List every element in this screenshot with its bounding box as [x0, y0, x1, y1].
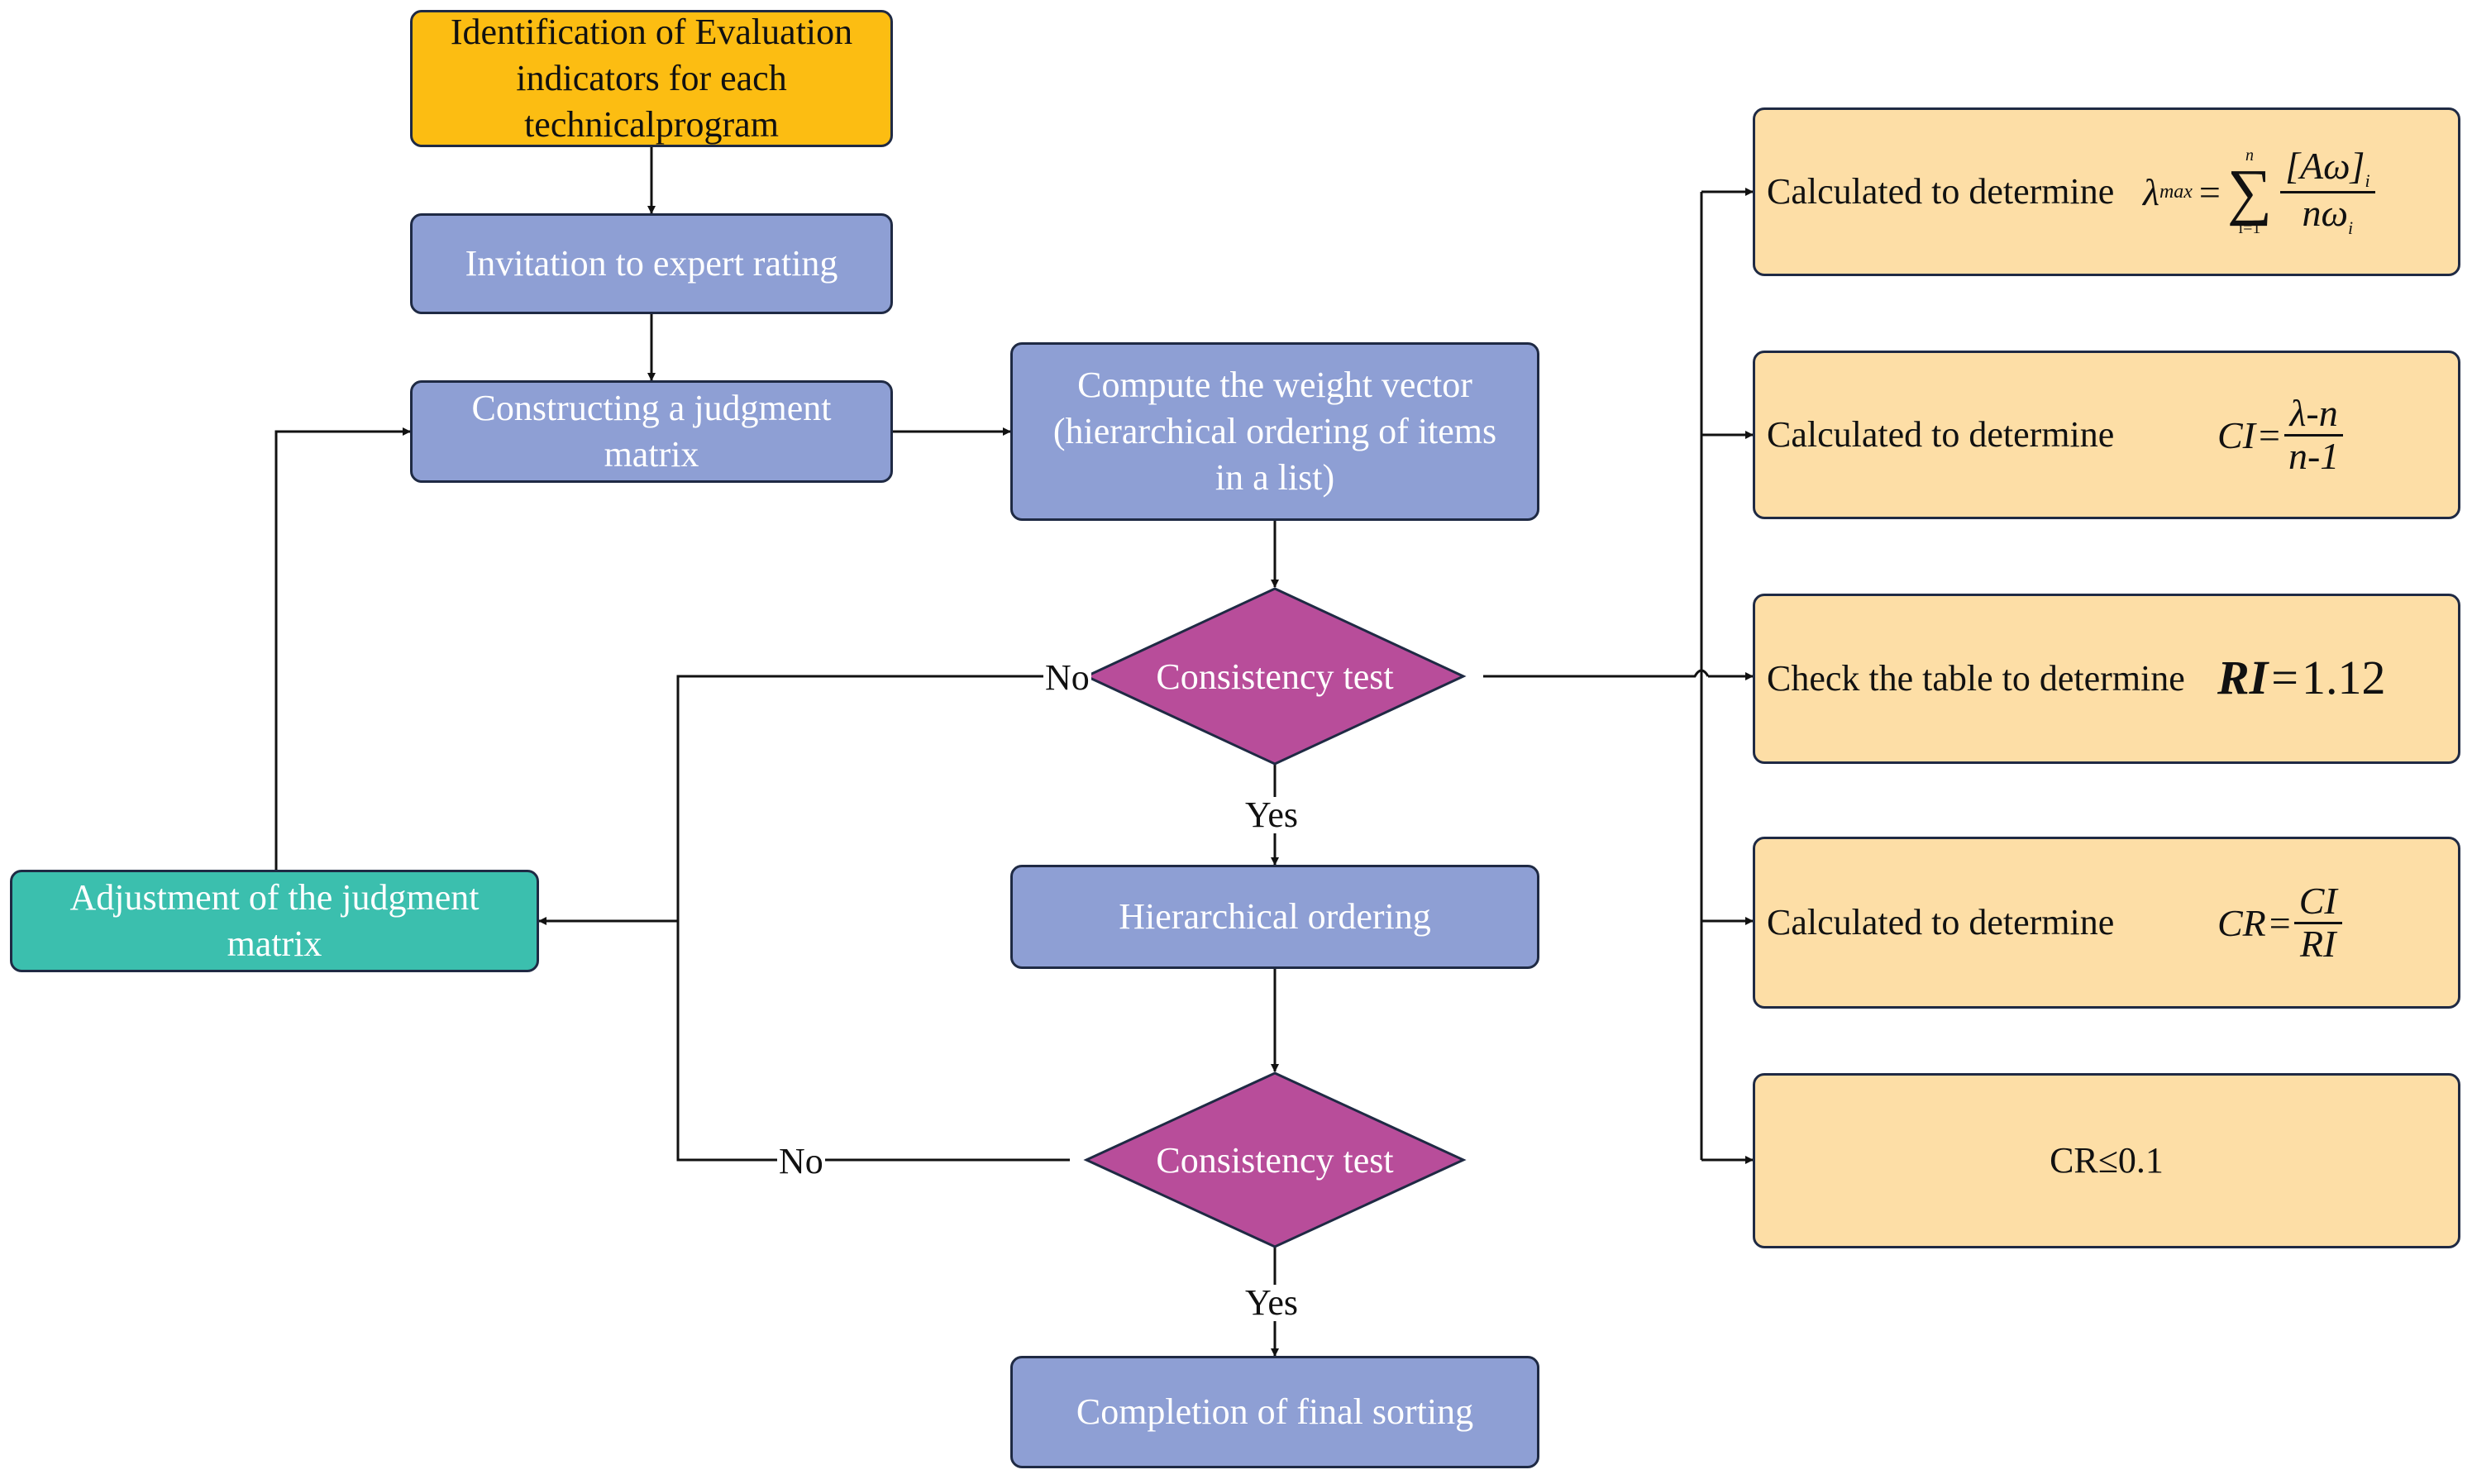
- formula-cr: CR = CI RI: [2217, 870, 2342, 976]
- node-constructing-label: Constructing a judgment matrix: [471, 388, 832, 475]
- formula-cr-denominator: RI: [2300, 922, 2336, 965]
- box-cr-condition: CR≤0.1: [1753, 1073, 2460, 1248]
- formula-cr-eq: =: [2269, 901, 2291, 944]
- formula-lambda-den-sub: i: [2348, 217, 2354, 238]
- edge-label-yes-2: Yes: [1243, 1282, 1300, 1323]
- box-cr-label: Calculated to determine: [1767, 902, 2115, 943]
- node-adjustment-label: Adjustment of the judgment matrix: [69, 877, 480, 964]
- node-hierarchical: Hierarchical ordering: [1010, 865, 1539, 969]
- box-lambda-max-label: Calculated to determine: [1767, 171, 2115, 212]
- formula-ci-denominator: n-1: [2288, 434, 2340, 477]
- line-test1-no: [676, 675, 1091, 921]
- formula-ci-lhs: CI: [2217, 413, 2255, 456]
- formula-lambda-num-sub: i: [2365, 170, 2370, 192]
- node-invitation: Invitation to expert rating: [410, 213, 893, 314]
- node-hierarchical-label: Hierarchical ordering: [1119, 896, 1431, 938]
- node-compute-label: Compute the weight vector (hierarchical …: [1052, 365, 1497, 498]
- formula-lambda-denominator: nω: [2302, 191, 2348, 234]
- formula-sum-symbol: ∑: [2226, 156, 2273, 227]
- box-cr-condition-label: CR≤0.1: [2050, 1140, 2164, 1181]
- edge-label-yes-1: Yes: [1243, 794, 1300, 835]
- decision-consistency-test-2: Consistency test: [1083, 1071, 1467, 1248]
- box-ri: Check the table to determine: [1753, 594, 2460, 764]
- formula-sum-bottom: i=1: [2238, 219, 2261, 238]
- formula-ci-eq: =: [2259, 413, 2280, 456]
- box-ci-label: Calculated to determine: [1767, 414, 2115, 456]
- node-completion-label: Completion of final sorting: [1076, 1391, 1474, 1433]
- node-identification: Identification of Evaluation indicators …: [410, 10, 893, 147]
- arrow-adjustment-to-constructing: [274, 427, 411, 870]
- box-ri-label: Check the table to determine: [1767, 658, 2185, 699]
- node-identification-label: Identification of Evaluation indicators …: [450, 12, 853, 145]
- formula-lambda-fraction: [Aω]i nωi: [2280, 146, 2375, 237]
- formula-cr-lhs: CR: [2217, 901, 2266, 944]
- formula-sum-top: n: [2245, 146, 2254, 165]
- formula-ci-fraction: λ-n n-1: [2283, 393, 2344, 477]
- node-constructing: Constructing a judgment matrix: [410, 380, 893, 483]
- formula-lambda-sub: max: [2159, 180, 2193, 203]
- formula-ri-lhs: RI: [2217, 650, 2269, 704]
- formula-lambda-eq: =: [2198, 170, 2221, 213]
- line-test2-no: [676, 921, 1070, 1162]
- formula-ri: RI = 1.12: [2217, 647, 2385, 708]
- decision-consistency-test-1: Consistency test: [1083, 587, 1467, 766]
- line-test1-to-right: [1483, 669, 1710, 678]
- box-cr: Calculated to determine: [1753, 837, 2460, 1009]
- decision-label-2: Consistency test: [1156, 1140, 1393, 1181]
- node-adjustment: Adjustment of the judgment matrix: [10, 870, 539, 972]
- node-invitation-label: Invitation to expert rating: [465, 243, 838, 284]
- formula-ci-numerator: λ-n: [2284, 393, 2343, 437]
- formula-ci: CI = λ-n n-1: [2217, 382, 2344, 488]
- edge-label-no-2: No: [777, 1141, 825, 1181]
- formula-ri-eq: =: [2271, 650, 2298, 704]
- formula-cr-numerator: CI: [2293, 880, 2342, 924]
- decision-label-1: Consistency test: [1156, 656, 1393, 697]
- formula-lambda-symbol: λ: [2143, 170, 2159, 213]
- formula-sum: n ∑ i=1: [2227, 147, 2272, 236]
- edge-label-no-1: No: [1043, 657, 1091, 698]
- formula-lambda-numerator: [Aω]: [2285, 145, 2365, 188]
- formula-cr-fraction: CI RI: [2293, 880, 2342, 965]
- node-completion: Completion of final sorting: [1010, 1356, 1539, 1468]
- box-lambda-max: Calculated to determine: [1753, 107, 2460, 276]
- node-compute: Compute the weight vector (hierarchical …: [1010, 342, 1539, 521]
- box-ci: Calculated to determine: [1753, 351, 2460, 519]
- formula-ri-value: 1.12: [2301, 650, 2386, 704]
